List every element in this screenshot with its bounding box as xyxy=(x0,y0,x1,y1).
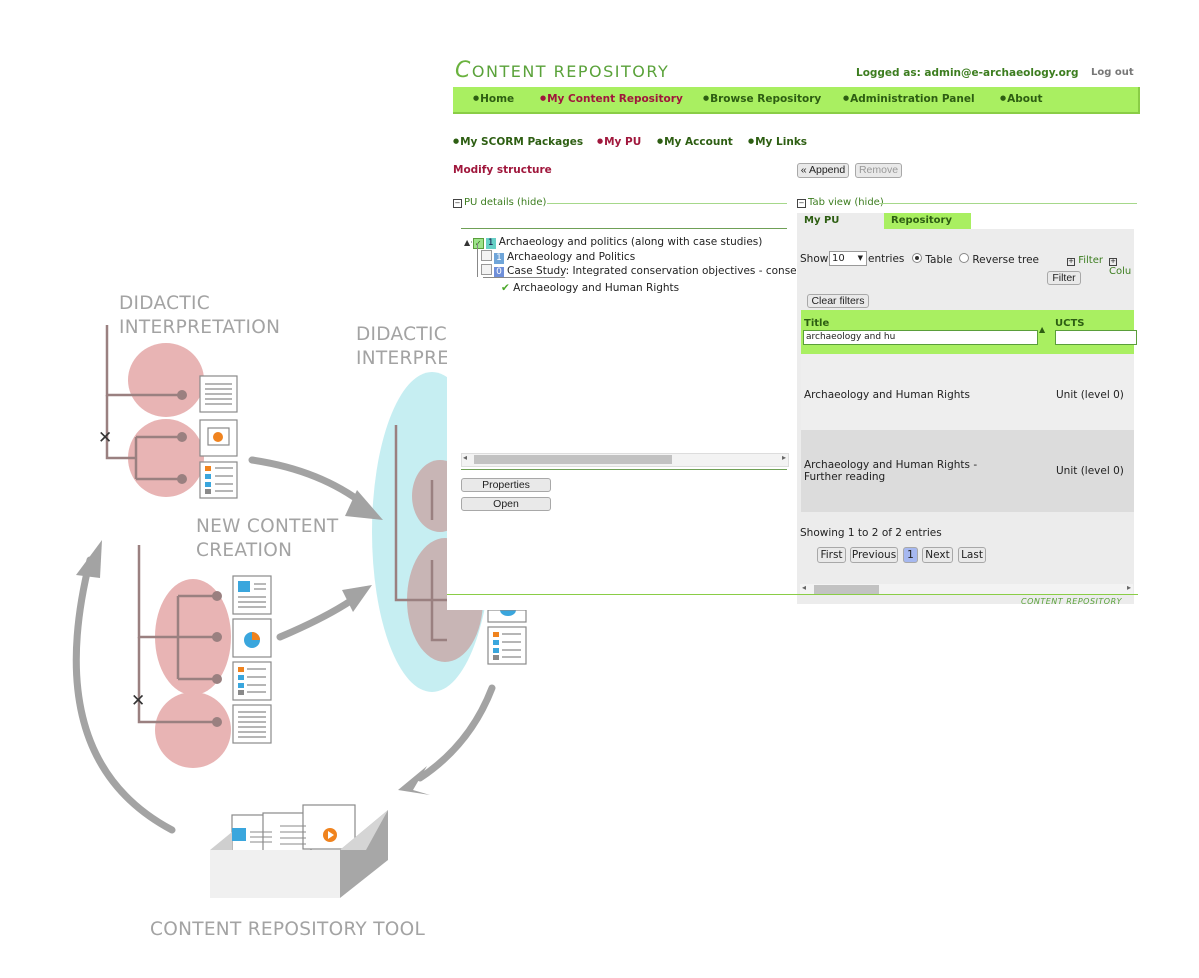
page-previous-button[interactable]: Previous xyxy=(850,547,898,563)
logged-as-text: Logged as: admin@e-archaeology.org xyxy=(856,67,1079,79)
menu-my-content-repository[interactable]: ●My Content Repository xyxy=(540,93,683,105)
submenu-my-scorm-packages[interactable]: ●My SCORM Packages xyxy=(453,136,584,148)
footer-brand: CONTENT REPOSITORY xyxy=(1021,597,1123,606)
table-row[interactable]: Archaeology and Human Rights - Further r… xyxy=(801,430,1134,512)
remove-button[interactable]: Remove xyxy=(855,163,902,178)
tab-repository[interactable]: Repository xyxy=(884,213,971,229)
radio-reverse-tree[interactable]: Reverse tree xyxy=(959,253,1039,266)
chevron-down-icon: ▼ xyxy=(857,254,863,262)
row-title: Archaeology and Human Rights - Further r… xyxy=(804,459,978,483)
tab-view-toggle[interactable]: −Tab view (hide) xyxy=(797,197,884,208)
submenu-my-pu[interactable]: ●My PU xyxy=(597,136,642,148)
properties-button[interactable]: Properties xyxy=(461,478,551,492)
row-title: Archaeology and Human Rights xyxy=(804,389,970,401)
page-1-button[interactable]: 1 xyxy=(903,547,918,563)
page-last-button[interactable]: Last xyxy=(958,547,986,563)
table-row[interactable]: Archaeology and Human Rights Unit (level… xyxy=(801,354,1134,430)
bottom-tree-lines xyxy=(137,545,217,724)
modify-structure-heading: Modify structure xyxy=(453,164,552,176)
show-label: Show xyxy=(800,253,829,265)
submenu-my-links[interactable]: ●My Links xyxy=(748,136,808,148)
append-button[interactable]: « Append xyxy=(797,163,849,178)
column-ucts[interactable]: UCTS xyxy=(1055,318,1085,329)
menu-home[interactable]: ●Home xyxy=(473,93,515,105)
table-header: Title archaeology and hu ▲ UCTS xyxy=(801,310,1137,354)
entries-label: entries xyxy=(868,253,905,265)
horizontal-scrollbar[interactable]: ◂ ▸ xyxy=(461,453,789,467)
repository-tool-label: CONTENT REPOSITORY TOOL xyxy=(150,919,426,940)
menu-administration-panel[interactable]: ●Administration Panel xyxy=(843,93,975,105)
tree-node-human-rights[interactable]: ✔ Archaeology and Human Rights xyxy=(501,282,680,294)
row-ucts: Unit (level 0) xyxy=(1056,465,1124,477)
logout-link[interactable]: Log out xyxy=(1091,67,1134,78)
checkmark-icon: ✔ xyxy=(501,282,510,294)
pink-circle-1 xyxy=(128,343,204,417)
repository-box-icon xyxy=(210,804,388,898)
checked-icon: ✓ xyxy=(472,238,484,249)
column-title[interactable]: Title xyxy=(804,318,830,329)
title-filter-input[interactable]: archaeology and hu xyxy=(803,330,1038,345)
top-tree-lines xyxy=(105,325,182,481)
ucts-filter-input[interactable] xyxy=(1055,330,1137,345)
submenu-my-account[interactable]: ●My Account xyxy=(657,136,733,148)
collapse-icon: − xyxy=(797,199,806,208)
menu-browse-repository[interactable]: ●Browse Repository xyxy=(703,93,822,105)
remove-cross-1: ✕ xyxy=(98,428,112,448)
row-ucts: Unit (level 0) xyxy=(1056,389,1124,401)
collapse-icon: − xyxy=(453,199,462,208)
filter-button[interactable]: Filter xyxy=(1047,271,1081,285)
content-repository-app: CONTENT REPOSITORY Logged as: admin@e-ar… xyxy=(447,55,1199,610)
entries-select[interactable]: 10▼ xyxy=(829,251,867,266)
columns-toggle[interactable]: + Colu xyxy=(1109,257,1132,277)
remove-cross-2: ✕ xyxy=(131,691,145,711)
page-first-button[interactable]: First xyxy=(817,547,846,563)
tab-panel: Show 10▼ entries Table Reverse tree + Fi… xyxy=(797,229,1137,604)
pink-circle-4 xyxy=(155,692,231,768)
tab-my-pu[interactable]: My PU xyxy=(797,213,884,229)
doc-icons-bottom xyxy=(232,575,272,744)
radio-table[interactable]: Table xyxy=(912,253,953,266)
showing-entries-text: Showing 1 to 2 of 2 entries xyxy=(800,527,942,539)
brand-logo[interactable]: CONTENT REPOSITORY xyxy=(455,58,670,83)
pink-circle-2 xyxy=(128,419,204,497)
right-tree-lines xyxy=(394,425,447,642)
table-scrollbar[interactable]: ◂ ▸ xyxy=(800,583,1133,595)
sort-asc-icon[interactable]: ▲ xyxy=(1039,325,1046,334)
menu-about[interactable]: ●About xyxy=(1000,93,1043,105)
pu-details-toggle[interactable]: −PU details (hide) xyxy=(453,197,547,208)
open-button[interactable]: Open xyxy=(461,497,551,511)
clear-filters-button[interactable]: Clear filters xyxy=(807,294,869,308)
main-menu: ●Home ●My Content Repository ●Browse Rep… xyxy=(453,87,1140,114)
page-next-button[interactable]: Next xyxy=(922,547,953,563)
filter-toggle[interactable]: + Filter xyxy=(1067,255,1103,266)
